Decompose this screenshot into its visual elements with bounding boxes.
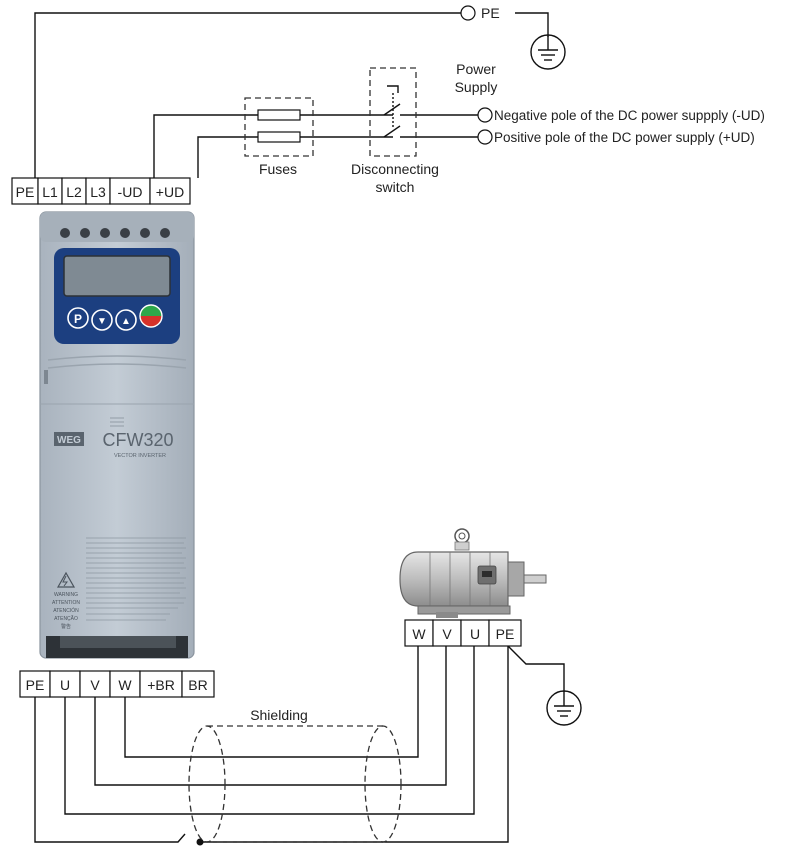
warning-label-zh: 警告 (61, 623, 71, 630)
ground-icon-top (530, 34, 566, 70)
switch-label-1: Disconnecting (351, 161, 439, 177)
fuses-label: Fuses (259, 161, 297, 177)
pe-label-top: PE (481, 5, 500, 21)
top-terminal-strip: PE L1 L2 L3 -UD +UD (11, 177, 191, 205)
cfw320-inverter: P ▼ ▲ WEG CFW320 VECTOR INVERTER (39, 211, 195, 659)
wire-pe-inverter (34, 697, 186, 843)
switch-box (369, 67, 417, 157)
bottom-terminal-pe: PE (26, 677, 45, 693)
start-stop-button[interactable] (139, 304, 163, 328)
bottom-terminal-v: V (90, 677, 100, 693)
positive-pole-label: Positive pole of the DC power supply (+U… (494, 130, 755, 145)
brand-text: WEG (57, 435, 81, 446)
pos-pole-circle (477, 129, 493, 145)
shielding (188, 725, 402, 843)
warning-triangle-icon (56, 571, 76, 588)
vent-lines (110, 417, 124, 427)
power-supply-label-2: Supply (455, 79, 498, 95)
shield-junction-dot (196, 838, 204, 846)
top-terminal-l1: L1 (42, 184, 58, 200)
warning-label-fr: ATTENTION (52, 600, 80, 606)
model-subtitle: VECTOR INVERTER (114, 453, 166, 459)
motor-terminal-strip: W V U PE (404, 619, 522, 647)
program-button[interactable] (67, 307, 89, 329)
pe-ground-wire-top (515, 12, 549, 37)
motor (399, 528, 547, 618)
top-terminal-l2: L2 (66, 184, 82, 200)
top-terminal-neg-ud: -UD (118, 184, 143, 200)
neg-pole-circle (477, 107, 493, 123)
top-terminal-pos-ud: +UD (156, 184, 184, 200)
warning-label-es: ATENCIÓN (53, 607, 79, 614)
up-arrow-icon: ▲ (121, 316, 131, 327)
keypad-display (63, 255, 171, 297)
power-supply-label-1: Power (456, 61, 496, 77)
bottom-terminal-w: W (118, 677, 132, 693)
ground-icon-motor (546, 690, 582, 726)
motor-terminal-pe: PE (496, 626, 515, 642)
motor-pe-ground-wire (507, 645, 565, 692)
pe-terminal-circle (460, 5, 476, 21)
top-terminal-screws (60, 228, 170, 238)
program-button-label: P (74, 312, 82, 326)
keypad-buttons: P ▼ ▲ (67, 304, 163, 331)
down-button[interactable] (91, 309, 113, 331)
wire-u (64, 646, 475, 815)
warning-label-en: WARNING (54, 592, 78, 598)
pe-wire-top (34, 12, 462, 178)
motor-terminal-w: W (412, 626, 426, 642)
weg-logo (54, 432, 84, 446)
bottom-terminal-br: BR (188, 677, 207, 693)
up-button[interactable] (115, 309, 137, 331)
switch-contacts (383, 85, 401, 138)
motor-terminal-v: V (442, 626, 452, 642)
warning-label-pt: ATENÇÃO (54, 615, 78, 622)
wire-pe-motor (200, 646, 509, 843)
top-terminal-pe: PE (16, 184, 35, 200)
shielding-label: Shielding (250, 707, 308, 723)
down-arrow-icon: ▼ (97, 316, 107, 327)
fuse-neg (257, 109, 301, 121)
negative-pole-label: Negative pole of the DC power suppply (-… (494, 108, 765, 123)
switch-label-2: switch (376, 179, 415, 195)
bottom-terminal-u: U (60, 677, 70, 693)
pos-ud-wire (197, 136, 482, 178)
wire-v (94, 646, 447, 786)
top-terminal-l3: L3 (90, 184, 106, 200)
fuse-pos (257, 131, 301, 143)
bottom-terminal-strip: PE U V W +BR BR (19, 670, 215, 698)
motor-terminal-u: U (470, 626, 480, 642)
bottom-terminal-pos-br: +BR (147, 677, 175, 693)
warning-text-lines (86, 537, 186, 621)
fuses-box (244, 97, 314, 157)
wire-w (124, 646, 419, 758)
model-text: CFW320 (102, 430, 173, 450)
